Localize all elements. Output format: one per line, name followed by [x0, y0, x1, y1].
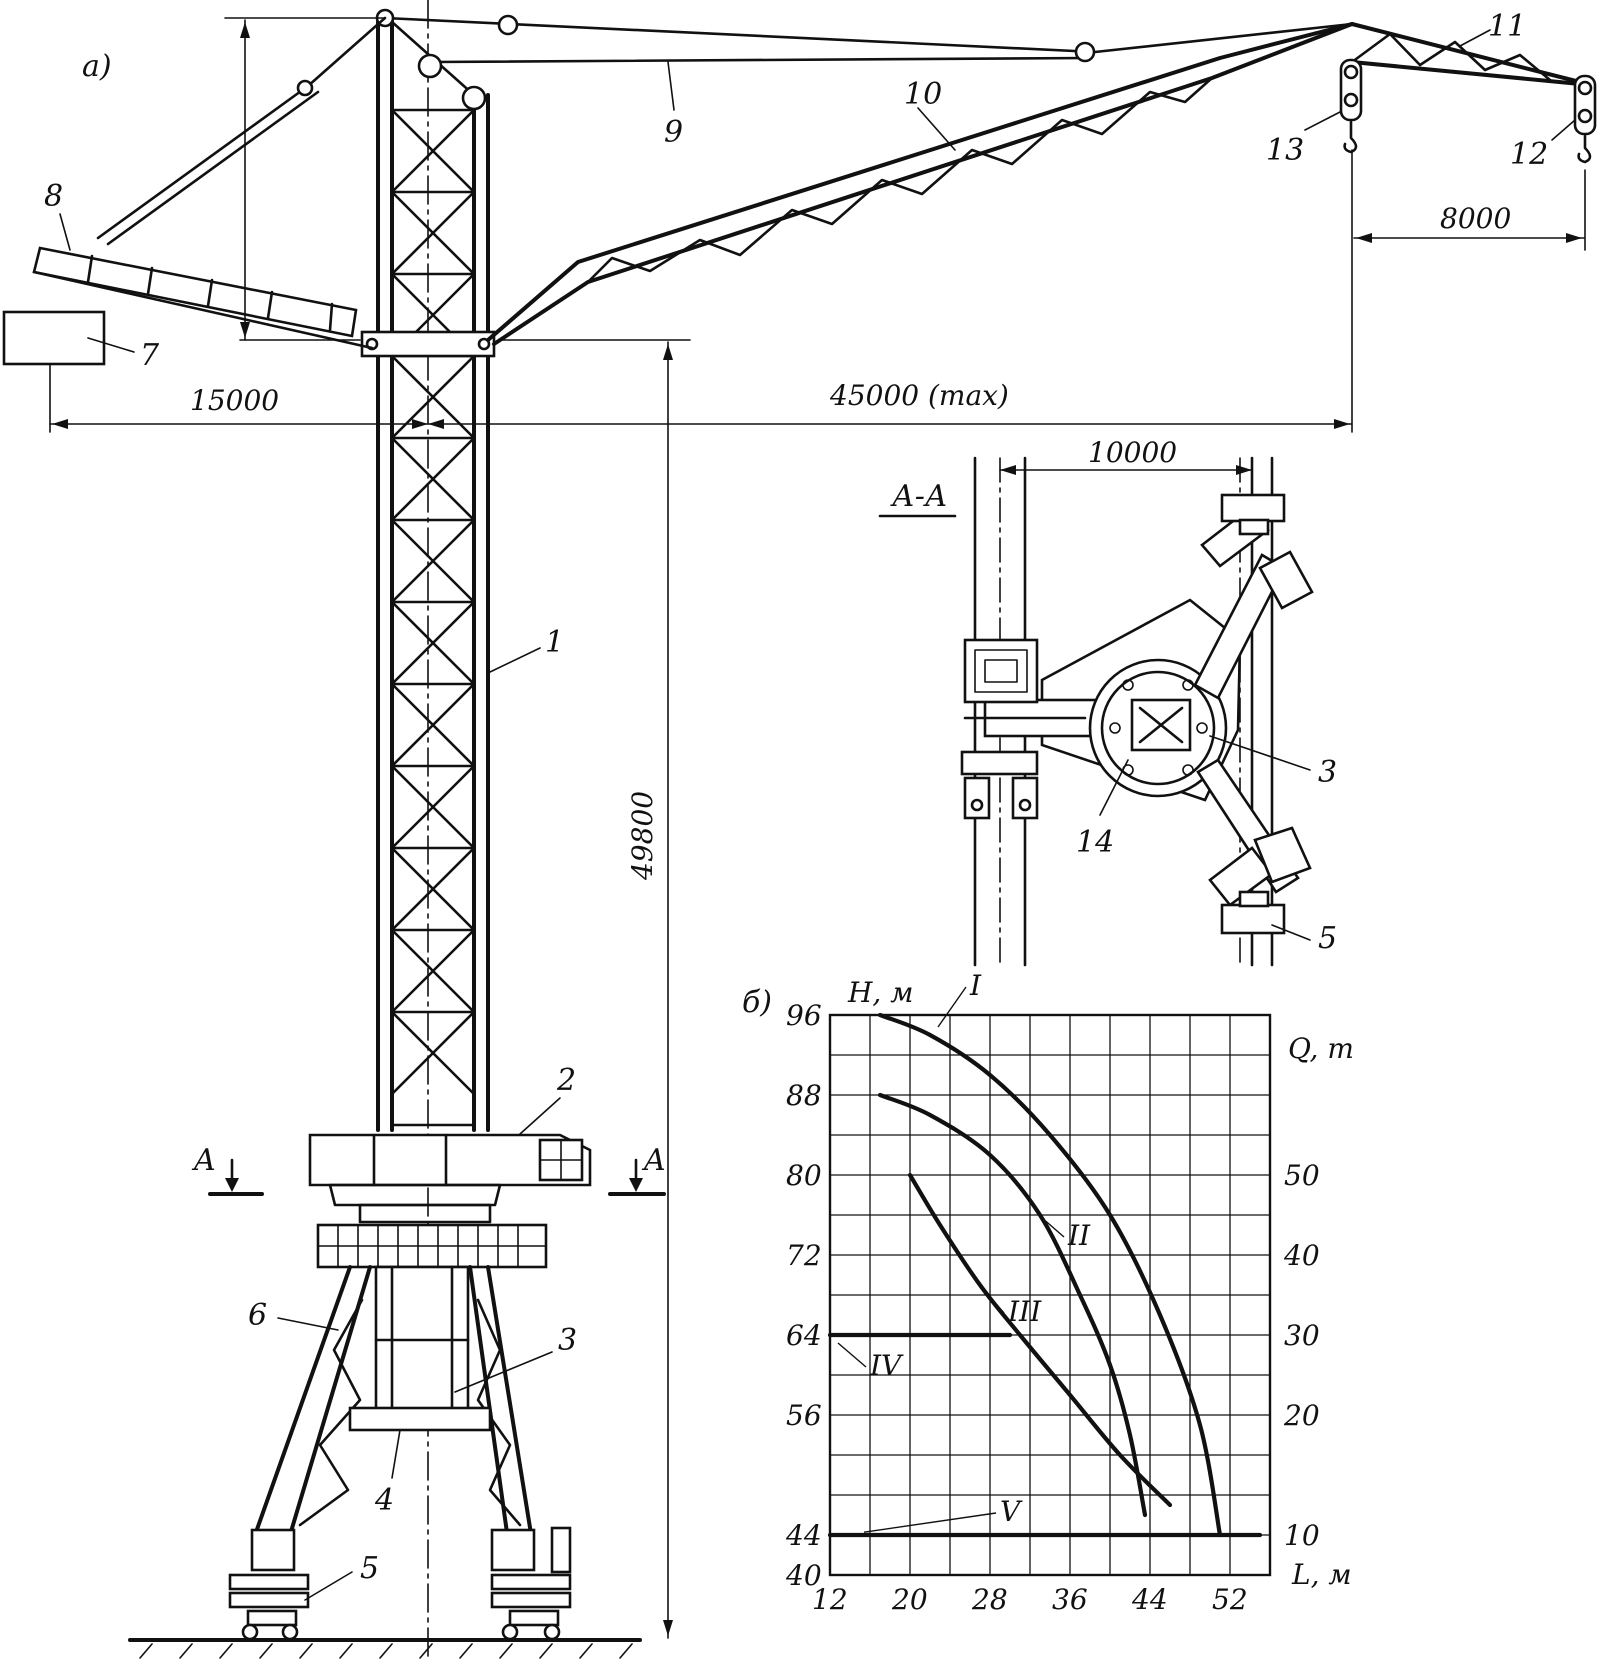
svg-text:A: A — [191, 1143, 216, 1178]
series-line-III — [907, 1172, 1173, 1508]
callout-4: 4 — [374, 1483, 394, 1518]
dim-track-gauge: 10000 — [1088, 436, 1177, 469]
series-label-V: V — [1000, 1495, 1023, 1528]
jib-root-collar — [360, 330, 496, 358]
x-tick-label: 44 — [1131, 1583, 1168, 1616]
section-mark-right: A — [608, 1143, 666, 1196]
tower-mast — [376, 20, 490, 1132]
chart-ticks: 12 20 28 36 44 52 40 44 56 64 72 80 88 96 10 20 30 40 50 — [785, 999, 1320, 1616]
series-label-II: II — [1067, 1219, 1091, 1252]
series-leader-II — [1045, 1220, 1065, 1238]
series-line-I — [877, 1012, 1223, 1538]
section-callout-5: 5 — [1318, 921, 1337, 956]
callout-11: 11 — [1488, 9, 1526, 44]
ground-hatch — [139, 1643, 633, 1659]
x-tick-label: 52 — [1212, 1583, 1248, 1616]
y-left-tick-label: 72 — [786, 1239, 822, 1272]
portal-ballast — [316, 1223, 548, 1269]
callouts: 1 2 3 4 5 6 7 8 9 10 11 12 13 — [44, 9, 1576, 1601]
series-line-II — [877, 1092, 1148, 1518]
callout-10: 10 — [904, 77, 942, 112]
y-left-tick-label: 80 — [786, 1159, 822, 1192]
main-jib — [486, 22, 1354, 346]
jib-stay-rope — [375, 8, 1354, 111]
callout-13: 13 — [1266, 133, 1304, 168]
y-right-tick-label: 20 — [1283, 1399, 1320, 1432]
callout-2: 2 — [556, 1063, 576, 1098]
callout-12: 12 — [1510, 137, 1548, 172]
dim-jib-reach: 45000 (max) — [829, 379, 1009, 412]
callout-7: 7 — [140, 338, 160, 373]
dim-counter-jib: 15000 — [190, 384, 279, 417]
y-left-axis-label: H, м — [847, 976, 913, 1009]
series-leader-IV — [837, 1342, 867, 1368]
callout-6: 6 — [248, 1298, 267, 1333]
y-left-tick-label: 96 — [786, 999, 822, 1032]
bogie-left — [228, 1528, 310, 1641]
bogie-right — [490, 1526, 572, 1641]
callout-1: 1 — [545, 625, 564, 660]
section-title: А-А — [890, 479, 948, 514]
slewing-platform — [308, 1133, 592, 1224]
y-right-axis-label: Q, т — [1288, 1032, 1354, 1065]
y-right-tick-label: 50 — [1284, 1159, 1320, 1192]
y-right-tick-label: 10 — [1284, 1519, 1320, 1552]
x-tick-label: 36 — [1052, 1583, 1088, 1616]
dim-jib-extension: 8000 — [1440, 202, 1511, 235]
y-left-tick-label: 40 — [785, 1559, 822, 1592]
callout-5: 5 — [360, 1551, 379, 1586]
dim-height: 49800 — [626, 791, 659, 881]
x-tick-label: 20 — [891, 1583, 928, 1616]
section-a-a: А-А 10000 — [878, 436, 1337, 967]
section-callout-3: 3 — [1318, 755, 1337, 790]
series-label-III: III — [1007, 1295, 1042, 1328]
panel-a-label: а) — [82, 49, 112, 84]
y-right-tick-label: 40 — [1283, 1239, 1320, 1272]
y-left-tick-label: 64 — [786, 1319, 822, 1352]
x-axis-label: L, м — [1291, 1558, 1352, 1591]
x-tick-label: 28 — [971, 1583, 1008, 1616]
svg-text:A: A — [641, 1143, 666, 1178]
y-left-tick-label: 44 — [785, 1519, 822, 1552]
portal — [253, 1265, 534, 1542]
jib-extension — [1350, 22, 1582, 86]
series-leader-I — [937, 986, 967, 1028]
panel-b-label: б) — [742, 985, 772, 1020]
chart-frame — [828, 1013, 1272, 1577]
auxiliary-hook-13 — [1339, 58, 1363, 154]
load-chart: б) H, м Q, т L, м 12 20 28 36 44 52 40 44 56 64 72… — [742, 969, 1354, 1616]
dimension-lines — [49, 17, 1586, 1639]
series-label-I: I — [969, 969, 982, 1002]
main-hook-12 — [1573, 74, 1597, 164]
section-callout-14: 14 — [1076, 825, 1114, 860]
x-tick-label: 12 — [812, 1583, 848, 1616]
y-right-tick-label: 30 — [1284, 1319, 1320, 1352]
callout-3: 3 — [558, 1323, 577, 1358]
callout-8: 8 — [44, 179, 63, 214]
y-left-tick-label: 88 — [786, 1079, 822, 1112]
y-left-tick-label: 56 — [786, 1399, 822, 1432]
section-mark-left: A — [191, 1143, 264, 1196]
callout-9: 9 — [664, 115, 683, 150]
portal-beam — [348, 1406, 492, 1432]
series-leader-V — [863, 1512, 997, 1533]
series-label-IV: IV — [869, 1349, 904, 1382]
counter-jib — [32, 16, 387, 350]
series-leader-III — [985, 1291, 1005, 1314]
